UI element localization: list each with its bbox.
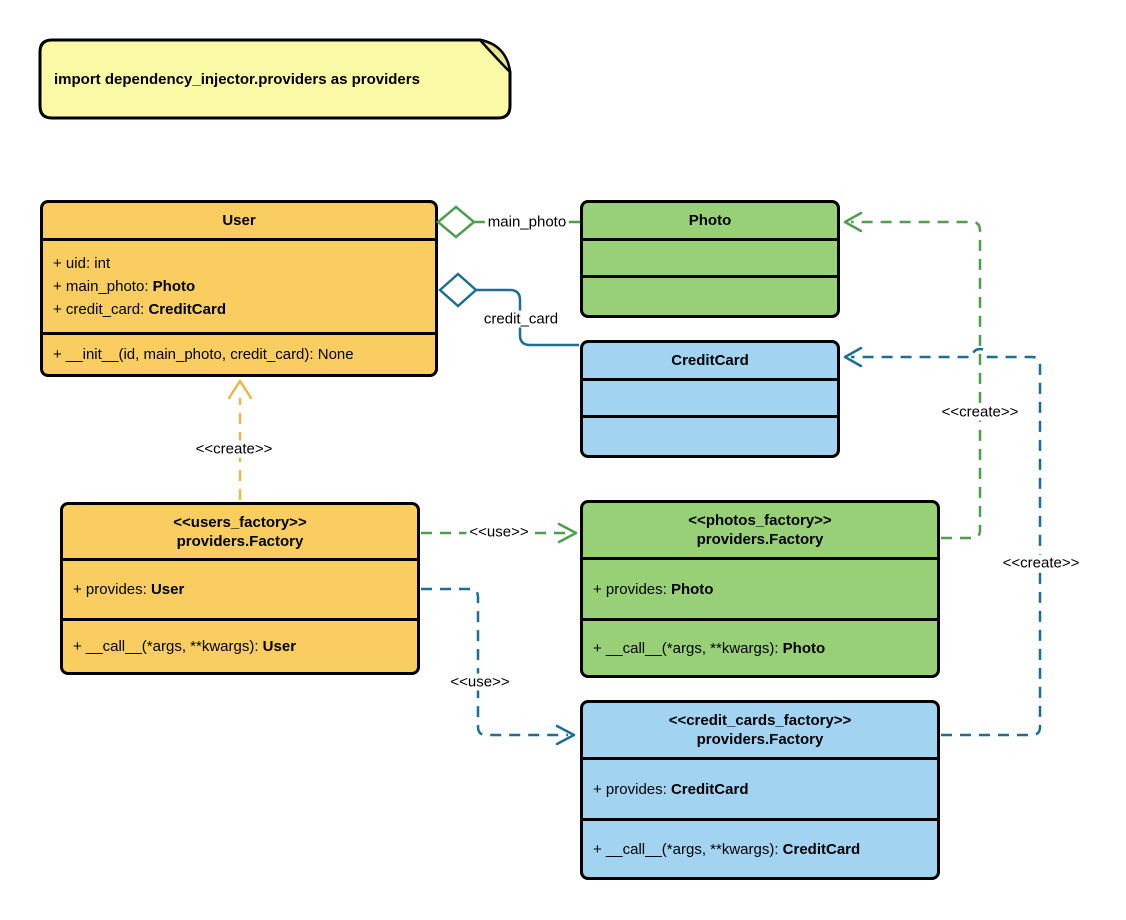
class-credit-cards-factory-title: <<credit_cards_factory>> providers.Facto… <box>668 712 852 748</box>
class-photo: Photo <box>580 200 840 318</box>
class-user-attributes: + uid: int + main_photo: Photo + credit_… <box>43 238 435 332</box>
method-call: + __call__(*args, **kwargs): CreditCard <box>593 840 861 858</box>
class-photos-factory-attributes: + provides: Photo <box>583 557 937 618</box>
class-user-methods: + __init__(id, main_photo, credit_card):… <box>43 332 435 374</box>
open-arrowhead-icon <box>843 211 863 233</box>
attribute-main-photo: + main_photo: Photo <box>53 278 196 295</box>
class-credit-card: CreditCard <box>580 340 840 458</box>
note-shape <box>38 38 512 120</box>
open-arrowhead-icon <box>843 346 863 368</box>
edge-photo-create <box>843 211 982 540</box>
class-photos-factory: <<photos_factory>> providers.Factory + p… <box>580 500 940 678</box>
edge-credit-cards-use <box>421 587 576 746</box>
edge-label-credit-card-create: <<create>> <box>999 554 1083 572</box>
class-photo-methods <box>583 275 837 315</box>
class-users-factory-attributes: + provides: User <box>63 558 417 618</box>
attribute-provides: + provides: CreditCard <box>593 780 749 798</box>
open-arrowhead-icon <box>557 522 578 544</box>
note-text: import dependency_injector.providers as … <box>54 70 420 88</box>
class-credit-card-title: CreditCard <box>671 352 749 369</box>
attribute-uid: + uid: int <box>53 255 111 272</box>
edge-label-photos-use: <<use>> <box>466 523 532 541</box>
method-call: + __call__(*args, **kwargs): Photo <box>593 639 826 657</box>
class-user-title: User <box>222 212 256 229</box>
aggregation-diamond-icon <box>436 205 476 239</box>
aggregation-diamond-icon <box>438 272 478 308</box>
class-credit-card-attributes <box>583 378 837 415</box>
stereotype: <<photos_factory>> <box>688 512 832 529</box>
class-credit-card-methods <box>583 415 837 455</box>
class-credit-cards-factory: <<credit_cards_factory>> providers.Facto… <box>580 700 940 880</box>
class-user: User + uid: int + main_photo: Photo + cr… <box>40 200 438 377</box>
edge-label-main-photo: main_photo <box>484 213 570 231</box>
class-photo-attributes <box>583 238 837 275</box>
class-photos-factory-title: <<photos_factory>> providers.Factory <box>688 512 832 548</box>
edge-label-photo-create: <<create>> <box>938 403 1022 421</box>
attribute-provides: + provides: User <box>73 581 185 598</box>
edge-label-user-create: <<create>> <box>192 440 276 458</box>
class-credit-cards-factory-methods: + __call__(*args, **kwargs): CreditCard <box>583 818 937 877</box>
edge-label-credit-cards-use: <<use>> <box>447 673 513 691</box>
open-arrowhead-icon <box>555 724 576 746</box>
stereotype: <<credit_cards_factory>> <box>668 712 852 729</box>
edge-credit-card-aggregation <box>438 272 579 347</box>
class-photos-factory-methods: + __call__(*args, **kwargs): Photo <box>583 618 937 675</box>
attribute-provides: + provides: Photo <box>593 580 714 598</box>
note-fold-icon <box>478 38 512 74</box>
attribute-credit-card: + credit_card: CreditCard <box>53 301 226 318</box>
class-users-factory-methods: + __call__(*args, **kwargs): User <box>63 618 417 672</box>
class-users-factory-title: <<users_factory>> providers.Factory <box>173 513 307 550</box>
edge-label-credit-card: credit_card <box>480 310 562 328</box>
class-photo-title: Photo <box>688 212 732 229</box>
class-users-factory: <<users_factory>> providers.Factory + pr… <box>60 502 420 675</box>
class-credit-cards-factory-attributes: + provides: CreditCard <box>583 757 937 818</box>
method-init: + __init__(id, main_photo, credit_card):… <box>53 346 354 363</box>
open-arrowhead-icon <box>227 379 253 400</box>
method-call: + __call__(*args, **kwargs): User <box>73 638 297 655</box>
stereotype: <<users_factory>> <box>173 513 307 531</box>
